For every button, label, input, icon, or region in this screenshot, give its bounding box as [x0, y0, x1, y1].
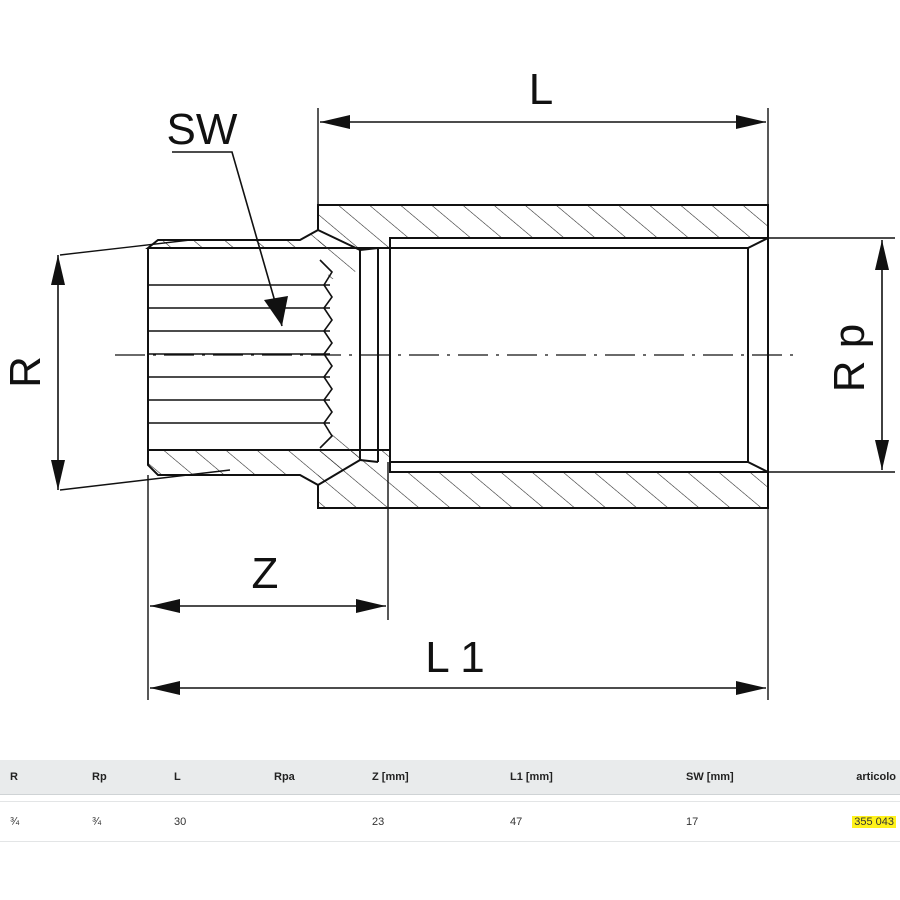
header-Z: Z [mm] — [372, 771, 409, 783]
hatched-section-bottom — [147, 449, 769, 509]
cell-SW: 17 — [676, 801, 796, 842]
hex-zone-bottom — [318, 430, 360, 485]
table-row: ¾ ¾ 30 23 47 17 355 043 — [0, 801, 900, 842]
header-L1: L1 [mm] — [510, 771, 553, 783]
dimensions-table-wrap: R Rp L Rpa Z [mm] L1 [mm] SW [mm] artico… — [0, 760, 900, 870]
header-Rp: Rp — [92, 771, 107, 783]
dimension-L1: L 1 — [150, 633, 766, 695]
header-L: L — [174, 771, 181, 783]
cell-R: ¾ — [0, 801, 82, 842]
cell-Z: 23 — [362, 801, 500, 842]
label-Z: Z — [252, 549, 279, 598]
label-L1: L 1 — [425, 633, 485, 682]
leader-SW: SW — [167, 105, 288, 327]
header-R: R — [10, 771, 18, 783]
cell-Rpa — [264, 801, 362, 842]
cell-articolo[interactable]: 355 043 — [796, 801, 900, 842]
label-SW: SW — [167, 105, 238, 154]
table-spacer — [0, 794, 900, 802]
table-header-row: R Rp L Rpa Z [mm] L1 [mm] SW [mm] artico… — [0, 760, 900, 795]
cell-Rp: ¾ — [82, 801, 164, 842]
male-thread-ribs — [148, 247, 334, 451]
label-L: L — [529, 65, 553, 114]
dimension-Rp: R p — [825, 240, 889, 470]
dimension-L: L — [320, 65, 766, 129]
hatched-section-top — [145, 204, 769, 249]
cell-L1: 47 — [500, 801, 676, 842]
header-articolo: articolo — [856, 771, 896, 783]
label-Rp: R p — [825, 324, 874, 392]
dimensions-table: R Rp L Rpa Z [mm] L1 [mm] SW [mm] artico… — [0, 760, 900, 842]
fitting-technical-drawing: L Z L 1 R R p SW — [1, 65, 895, 700]
header-Rpa: Rpa — [274, 771, 295, 783]
header-SW: SW [mm] — [686, 771, 734, 783]
dimension-Z: Z — [150, 549, 386, 613]
extension-lines — [59, 108, 895, 700]
label-R: R — [1, 356, 50, 388]
cell-L: 30 — [164, 801, 264, 842]
article-code[interactable]: 355 043 — [852, 815, 896, 828]
dimension-R: R — [1, 255, 65, 490]
